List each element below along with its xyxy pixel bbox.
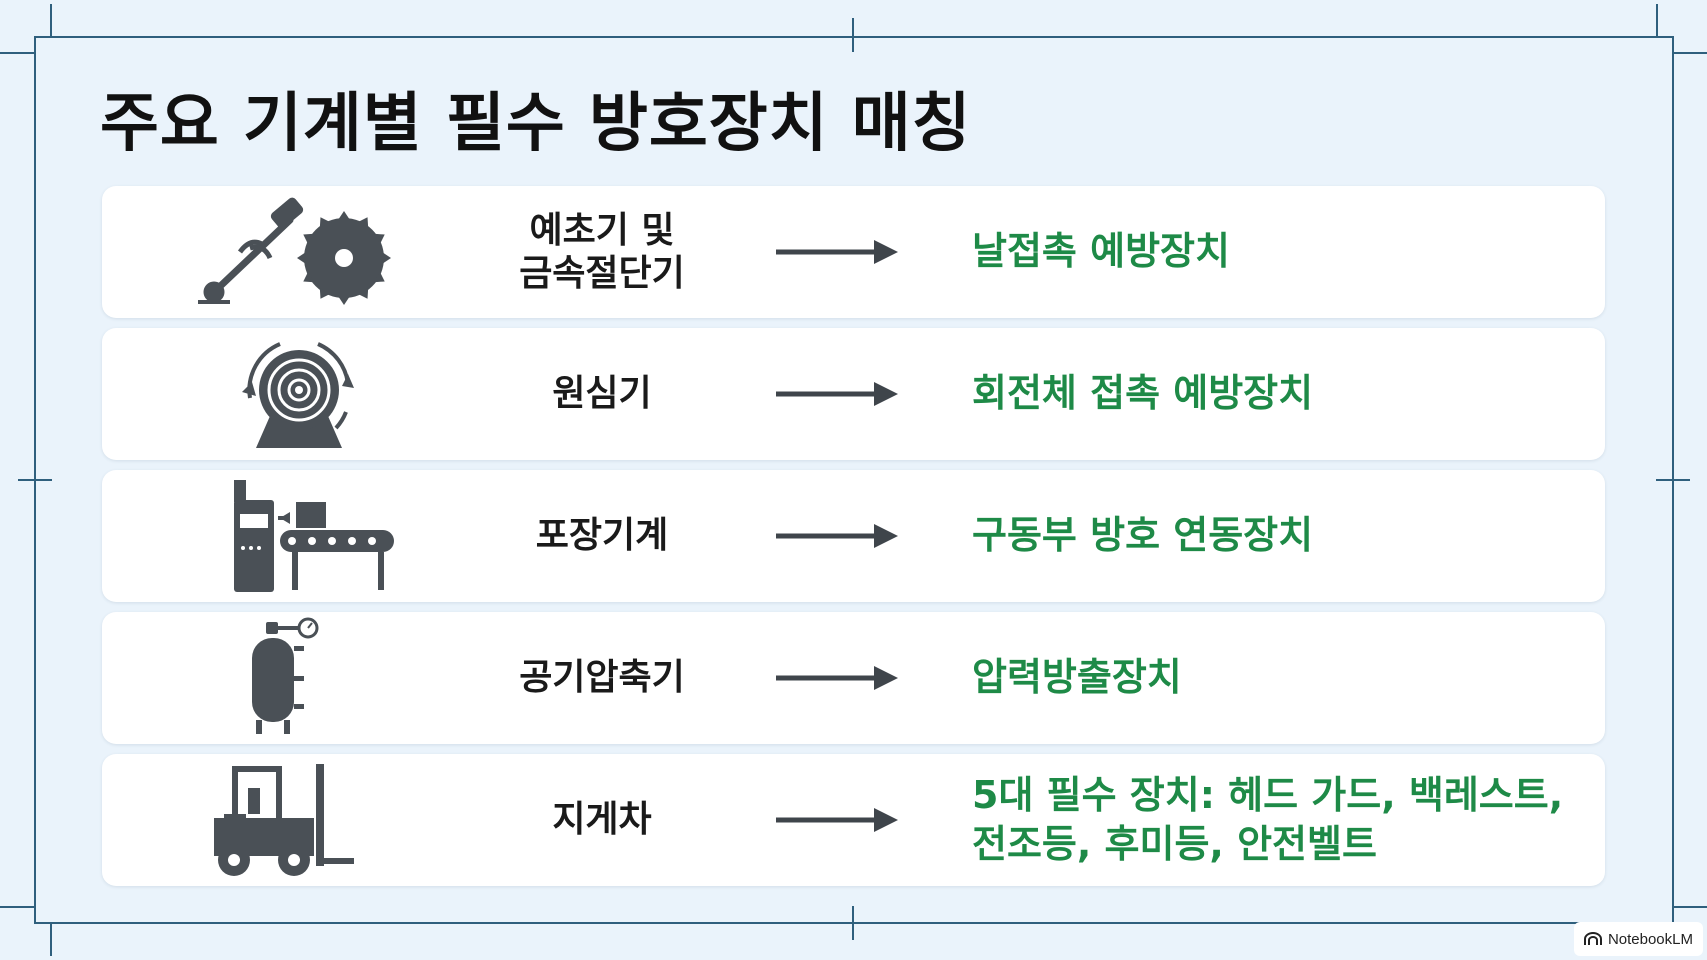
list-item: 포장기계 구동부 방호 연동장치 (102, 470, 1605, 602)
machine-name: 지게차 (552, 799, 652, 841)
arrow-right-icon (774, 521, 900, 551)
brush-cutter-saw-icon (194, 190, 404, 314)
machine-device-list: 예초기 및 금속절단기 날접촉 예방장치 (102, 186, 1605, 896)
machine-name: 예초기 및 금속절단기 (519, 209, 685, 294)
frame-line-top (34, 36, 1674, 38)
brand-label: NotebookLM (1607, 930, 1693, 948)
centrifuge-icon (194, 332, 404, 456)
machine-name: 원심기 (552, 373, 652, 415)
machine-name: 포장기계 (535, 515, 669, 557)
frame-tick-top-center (852, 18, 854, 52)
frame-mark-outer-tr (1674, 52, 1707, 54)
frame-tick-left-middle (18, 479, 52, 481)
frame-line-bottom (34, 922, 1674, 924)
arrow-right-icon (774, 379, 900, 409)
frame-mark-top-left (50, 4, 52, 36)
frame-tick-right-middle (1656, 479, 1690, 481)
frame-tick-bottom-center (852, 906, 854, 940)
list-item: 공기압축기 압력방출장치 (102, 612, 1605, 744)
frame-mark-outer-bl (0, 906, 34, 908)
protective-device: 압력방출장치 (972, 655, 1182, 700)
frame-mark-outer-tl (0, 52, 34, 54)
machine-name: 공기압축기 (519, 657, 685, 699)
page-title: 주요 기계별 필수 방호장치 매칭 (100, 87, 972, 161)
list-item: 예초기 및 금속절단기 날접촉 예방장치 (102, 186, 1605, 318)
forklift-icon (194, 758, 404, 882)
frame-mark-top-right (1656, 4, 1658, 36)
protective-device: 회전체 접촉 예방장치 (972, 371, 1314, 416)
protective-device: 날접촉 예방장치 (972, 229, 1230, 274)
notebooklm-logo-icon (1583, 932, 1602, 946)
air-compressor-icon (194, 616, 404, 740)
list-item: 지게차 5대 필수 장치: 헤드 가드, 백레스트, 전조등, 후미등, 안전벨… (102, 754, 1605, 886)
frame-mark-outer-br (1674, 906, 1707, 908)
list-item: 원심기 회전체 접촉 예방장치 (102, 328, 1605, 460)
protective-device: 구동부 방호 연동장치 (972, 513, 1314, 558)
protective-device: 5대 필수 장치: 헤드 가드, 백레스트, 전조등, 후미등, 안전벨트 (972, 772, 1564, 866)
frame-mark-bottom-left (50, 922, 52, 956)
arrow-right-icon (774, 805, 900, 835)
arrow-right-icon (774, 237, 900, 267)
arrow-right-icon (774, 663, 900, 693)
packaging-machine-icon (194, 474, 404, 598)
notebooklm-watermark: NotebookLM (1573, 922, 1703, 956)
